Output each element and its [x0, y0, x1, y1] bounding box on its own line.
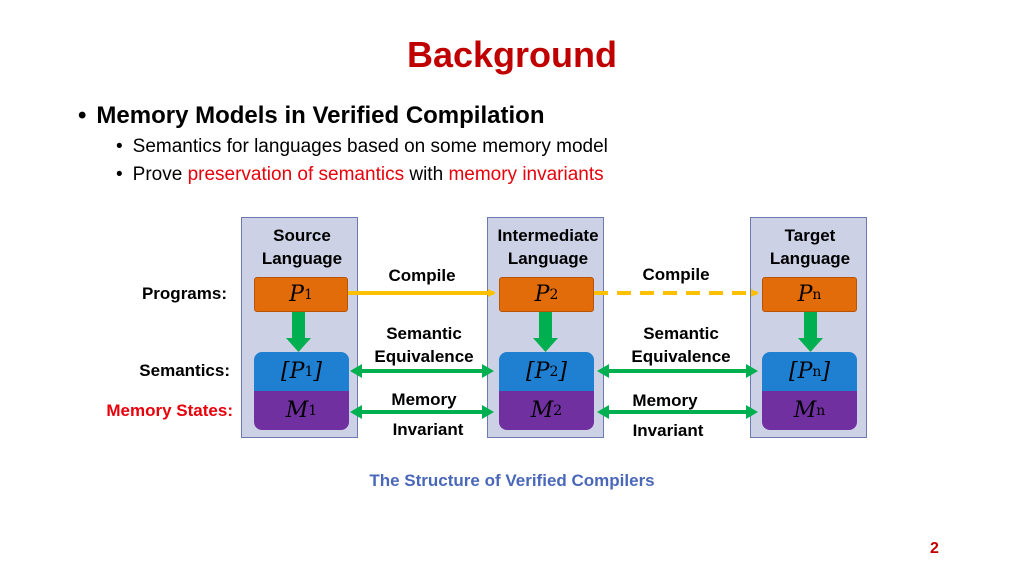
program-subscript: 2	[549, 286, 559, 303]
bracket-open: [	[788, 359, 798, 384]
program-symbol: P	[289, 282, 304, 307]
bullet-dot: •	[116, 136, 123, 157]
semantics-subscript: n	[812, 363, 822, 380]
down-arrow-3	[798, 312, 823, 352]
bracket-open: [	[526, 359, 535, 384]
down-arrow-2	[533, 312, 558, 352]
program-subscript: 1	[303, 286, 313, 303]
highlight-memory-invariants: memory invariants	[448, 164, 604, 185]
equiv-arrow-1	[350, 364, 494, 378]
column-header-target: Target Language	[750, 224, 870, 270]
equiv-label-1-line2: Equivalence	[374, 347, 474, 366]
semantics-symbol: P	[797, 359, 813, 384]
memory-symbol: M	[530, 398, 554, 423]
compile-label-2: Compile	[642, 265, 710, 284]
bullet-main: • Memory Models in Verified Compilation	[78, 102, 544, 130]
equiv-label-2-line1: Semantic	[643, 324, 719, 343]
program-symbol: P	[534, 282, 550, 307]
equiv-label-1: Semantic Equivalence	[364, 322, 484, 368]
memory-symbol: M	[793, 398, 817, 423]
bullet-sub-1: • Semantics for languages based on some m…	[116, 136, 608, 158]
down-arrow-1	[286, 312, 311, 352]
memory-invariant-label-1-line1: Memory	[391, 390, 457, 409]
memory-arrow-2	[597, 405, 758, 419]
bracket-close: ]	[821, 359, 831, 384]
column-header-intermediate: Intermediate Language	[482, 224, 614, 270]
column-header-source: Source Language	[241, 224, 363, 270]
page-number: 2	[930, 540, 939, 557]
equiv-label-1-line1: Semantic	[386, 324, 462, 343]
memory-subscript: 2	[553, 402, 563, 419]
memory-subscript: 1	[308, 402, 318, 419]
column-header-target-line1: Target	[784, 226, 836, 245]
row-label-memory-states: Memory States:	[106, 401, 233, 420]
diagram-caption: The Structure of Verified Compilers	[369, 471, 655, 490]
bullet-sub-2: • Prove preservation of semantics with me…	[116, 164, 604, 186]
semantics-symbol: P	[534, 359, 550, 384]
memory-invariant-label-2-line1: Memory	[632, 391, 698, 410]
bullet-sub-1-text: Semantics for languages based on some me…	[132, 136, 608, 157]
memory-symbol: M	[285, 398, 309, 423]
semantics-symbol: P	[289, 359, 305, 384]
bullet-main-text: Memory Models in Verified Compilation	[96, 102, 545, 129]
equiv-label-2: Semantic Equivalence	[621, 322, 741, 368]
memory-invariant-label-1-line2: Invariant	[392, 420, 464, 439]
bracket-open: [	[281, 359, 290, 384]
column-header-target-line2: Language	[769, 249, 851, 268]
highlight-preservation: preservation of semantics	[187, 164, 405, 185]
bullet-sub-2-mid: with	[409, 164, 444, 185]
bracket-close: ]	[558, 359, 567, 384]
row-label-semantics: Semantics:	[139, 361, 230, 380]
program-subscript: n	[812, 286, 822, 303]
semantics-subscript: 2	[549, 363, 559, 380]
equiv-label-2-line2: Equivalence	[631, 347, 731, 366]
compile-label-1: Compile	[388, 266, 456, 285]
program-symbol: P	[797, 282, 813, 307]
bracket-close: ]	[313, 359, 322, 384]
bullet-dot: •	[78, 102, 87, 129]
column-header-source-line2: Language	[261, 249, 343, 268]
memory-subscript: n	[816, 402, 826, 419]
column-header-source-line1: Source	[273, 226, 331, 245]
bullet-dot: •	[116, 164, 123, 185]
column-header-intermediate-line1: Intermediate	[497, 226, 599, 245]
memory-invariant-label-2-line2: Invariant	[632, 421, 704, 440]
memory-arrow-1	[350, 405, 494, 419]
equiv-arrow-2	[597, 364, 758, 378]
semantics-subscript: 1	[304, 363, 314, 380]
row-label-programs: Programs:	[141, 284, 227, 303]
slide-title: Background	[406, 34, 618, 75]
bullet-sub-2-prefix: Prove	[132, 164, 183, 185]
column-header-intermediate-line2: Language	[507, 249, 589, 268]
